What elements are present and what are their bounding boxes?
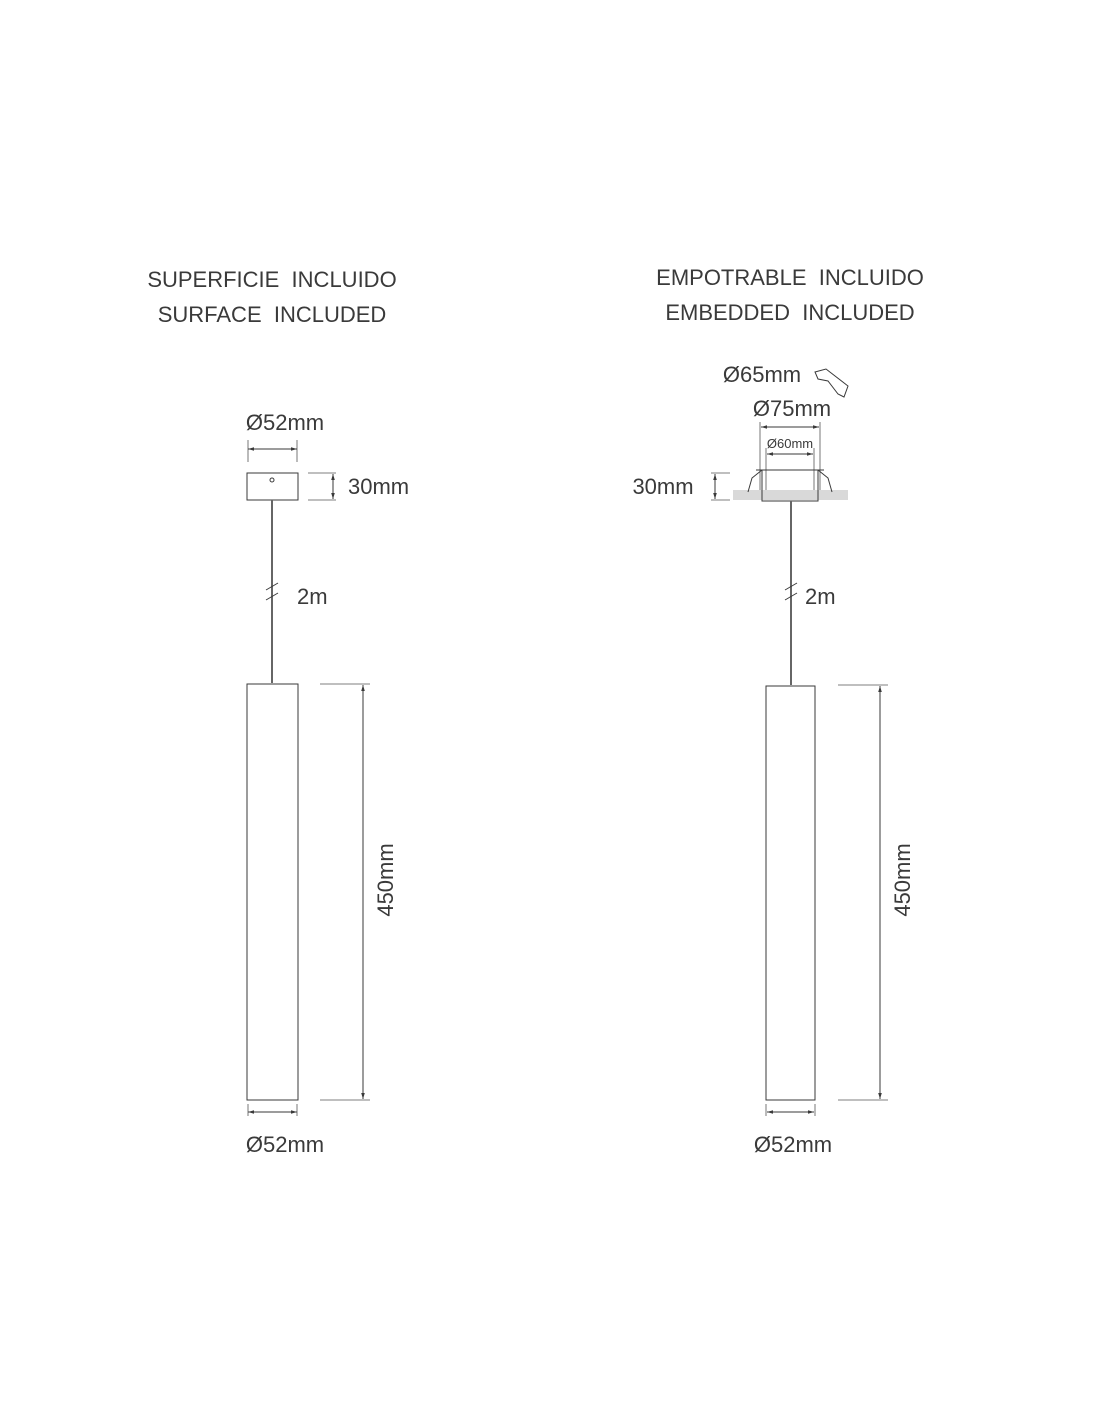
outer-diameter-label: Ø75mm	[753, 396, 831, 421]
surface-title-en: SURFACE INCLUDED	[158, 302, 387, 327]
canopy-height-label: 30mm	[348, 474, 409, 499]
recessed-housing	[747, 469, 833, 502]
pendant-tube	[246, 683, 299, 1101]
embedded-version: EMPOTRABLE INCLUIDO EMBEDDED INCLUDED Ø6…	[632, 265, 923, 1157]
pendant-tube	[765, 685, 816, 1101]
surface-version: SUPERFICIE INCLUIDO SURFACE INCLUDED Ø52…	[147, 267, 409, 1157]
canopy	[246, 472, 299, 501]
tube-diameter-label: Ø52mm	[754, 1132, 832, 1157]
inner-diameter-label: Ø60mm	[767, 436, 813, 451]
tube-length-label: 450mm	[890, 843, 915, 916]
embedded-title-en: EMBEDDED INCLUDED	[665, 300, 914, 325]
canopy-diameter-label: Ø52mm	[246, 410, 324, 435]
cutout-diameter-label: Ø65mm	[723, 362, 801, 387]
hole-saw-icon	[814, 368, 849, 398]
surface-title-es: SUPERFICIE INCLUIDO	[147, 267, 396, 292]
tube-diameter-label: Ø52mm	[246, 1132, 324, 1157]
cable-length-label: 2m	[805, 584, 836, 609]
ceiling-section	[733, 490, 848, 500]
cable-length-label: 2m	[297, 584, 328, 609]
embedded-title-es: EMPOTRABLE INCLUIDO	[656, 265, 924, 290]
tube-length-label: 450mm	[373, 843, 398, 916]
recess-height-label: 30mm	[632, 474, 693, 499]
